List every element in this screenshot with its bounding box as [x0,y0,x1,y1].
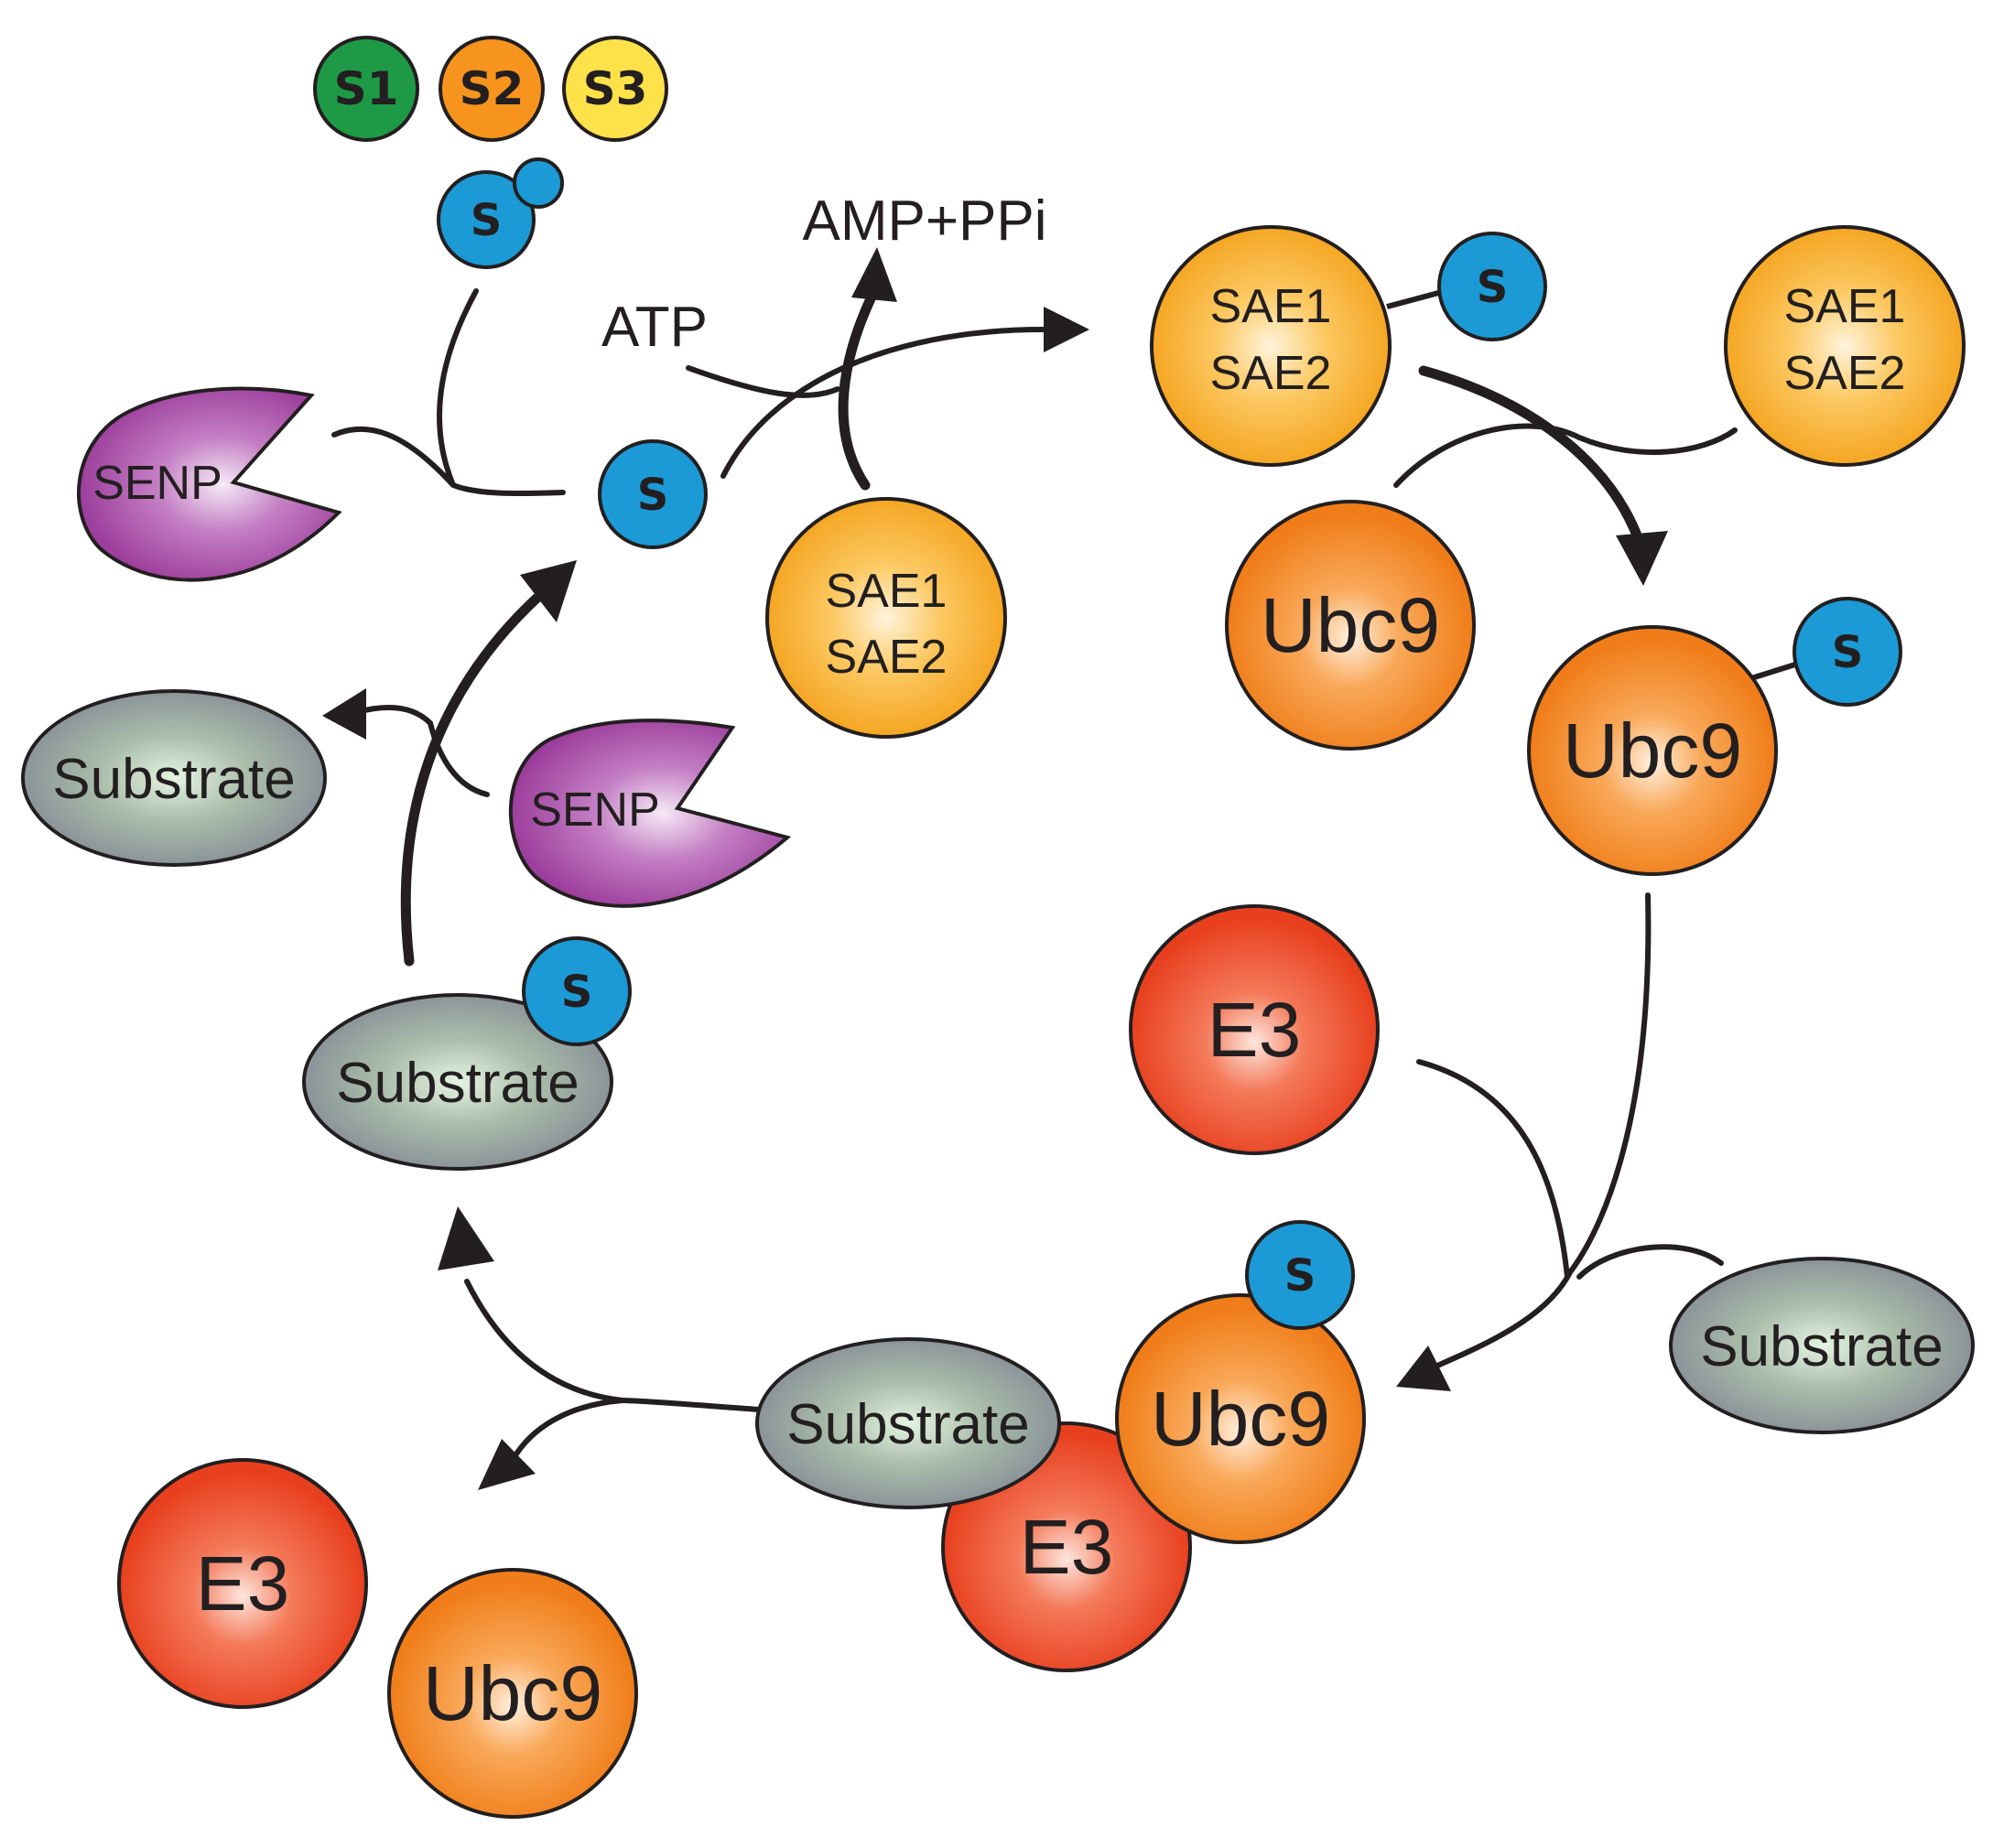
atp-label: ATP [601,296,708,359]
release-to-e3-arrow [510,1398,625,1463]
senp-top: SENP [77,386,342,582]
senp-lower-label: SENP [530,784,660,837]
sumo-activation-arrow [720,327,1046,479]
isoform-s1-circle [313,36,419,142]
precursor-sumo: S [437,157,564,269]
ubc9-sumo-complex-circle [1527,625,1778,876]
ubc9-to-complex-arrowhead [1396,1345,1451,1391]
deconjugation-arrow [400,589,546,967]
mature-sumo: S [598,439,708,549]
sae-released-line1: SAE1 [1784,280,1906,333]
connector-lines [322,247,1738,1490]
ubc9-join-line [1393,423,1738,488]
sumoylated-substrate: Substrate S [302,936,632,1171]
ubc9-bound-sumo-label: S [1832,627,1864,678]
precursor-processing-line-2 [450,482,566,497]
ubc9-bound-sumo-circle [1793,597,1902,707]
senp-deconjugation-line [354,705,490,797]
precursor-processing-line [331,288,479,488]
release-line [620,1398,763,1412]
amp-ppi-label: AMP+PPi [802,189,1046,253]
isoform-s3-circle [562,36,668,142]
sumoylated-substrate-sumo-circle [522,936,632,1046]
e3-join-line [1416,1059,1570,1280]
ubc9-to-complex-line [1435,892,1652,1368]
senp-top-label: SENP [92,457,222,510]
released-e3: E3 [117,1458,368,1709]
sumoylated-substrate-label: Substrate [336,1052,579,1115]
complex-substrate-label: Substrate [786,1393,1029,1456]
e3-free-circle [1129,904,1380,1155]
substrate-free-right-shape [1669,1257,1975,1434]
release-to-e3-arrowhead [478,1439,536,1490]
sae-free-middle-circle [765,497,1007,739]
mature-sumo-circle [598,439,708,549]
sae-released-line2: SAE2 [1784,347,1906,400]
sae-to-amp-arrow [838,286,880,491]
precursor-sumo-circle [437,170,536,269]
complex-e3-label: E3 [1020,1504,1114,1590]
released-e3-label: E3 [196,1540,290,1626]
isoform-s3-label: S3 [583,62,648,115]
released-ubc9-label: Ubc9 [423,1650,602,1736]
deconjugated-substrate: Substrate [21,689,327,867]
sae-bound-sumo-circle [1437,232,1547,341]
sumoylated-substrate-shape [302,993,613,1171]
sae-sumo-complex: SAE1 SAE2 S [1150,225,1547,467]
complex-sumo-circle [1245,1220,1355,1330]
ubc9-sumo-complex-label: Ubc9 [1563,708,1742,794]
sae-free-middle: SAE1 SAE2 [765,497,1007,739]
ternary-complex: E3 Ubc9 S Substrate [755,1220,1366,1672]
sae-free-middle-line2: SAE2 [826,631,948,684]
senp-lower-shape [508,719,792,908]
sae-sumo-complex-line1: SAE1 [1210,280,1332,333]
sae-released: SAE1 SAE2 [1724,225,1966,467]
sae-sumo-complex-circle [1150,225,1392,467]
senp-top-shape [77,386,342,582]
released-e3-circle [117,1458,368,1709]
precursor-sumo-label: S [471,195,503,246]
ubc9-sumo-complex: Ubc9 S [1527,597,1902,876]
isoform-s1-label: S1 [334,62,399,115]
e3-free-label: E3 [1208,987,1302,1073]
deconjugated-substrate-label: Substrate [52,748,295,811]
e3-free: E3 [1129,904,1380,1155]
substrate-free-right: Substrate [1669,1257,1975,1434]
isoform-s2-label: S2 [460,62,525,115]
amp-arrowhead [851,247,897,302]
precursor-tail-circle [513,157,564,209]
ubc9-free: Ubc9 [1225,500,1476,751]
released-ubc9-circle [387,1568,638,1819]
release-to-substrate-arrow [464,1279,625,1403]
sae-sumo-complex-line2: SAE2 [1210,347,1332,400]
sumoylated-substrate-sumo-label: S [561,967,593,1018]
release-to-substrate-arrowhead [438,1206,494,1270]
ubc9-free-circle [1225,500,1476,751]
released-ubc9: Ubc9 [387,1568,638,1819]
complex-sumo-label: S [1284,1250,1316,1302]
complex-ubc9-circle [1115,1293,1366,1544]
sae-released-circle [1724,225,1966,467]
isoform-s2-circle [439,36,545,142]
deconjugated-substrate-shape [21,689,327,867]
released-substrate-arrowhead [322,688,366,740]
mature-sumo-label: S [637,470,669,521]
transfer-to-ubc9-arrowhead [1616,531,1668,586]
transfer-to-ubc9-arrow [1418,365,1644,546]
sae-free-middle-line1: SAE1 [826,565,948,618]
deconjugation-arrowhead [520,560,577,622]
atp-line [686,365,840,398]
complex-ubc9-label: Ubc9 [1151,1376,1330,1462]
sumo-activation-arrowhead [1044,307,1089,352]
sae-bound-sumo-label: S [1477,262,1509,313]
senp-lower: SENP [508,719,792,908]
substrate-free-right-label: Substrate [1700,1315,1943,1378]
ubc9-free-label: Ubc9 [1261,582,1440,668]
complex-substrate-shape [755,1337,1061,1509]
substrate-join-line [1576,1244,1724,1280]
sumo-isoforms: S1 S2 S3 [313,36,668,142]
